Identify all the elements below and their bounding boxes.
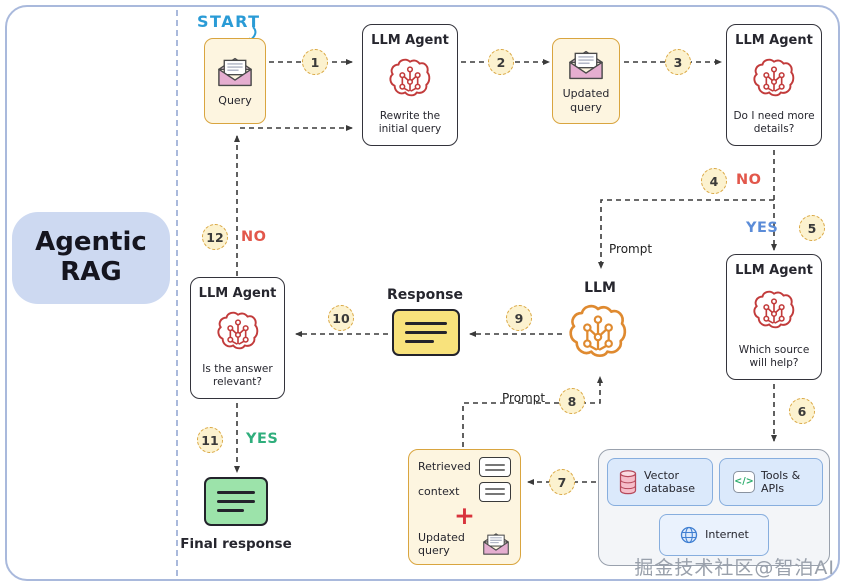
context-doc-icon	[479, 481, 511, 502]
final-response-label: Final response	[180, 536, 292, 552]
final-response-doc-icon	[204, 477, 268, 526]
tools-apis-chip: </> Tools & APIs	[719, 458, 823, 506]
context-row: context	[415, 481, 514, 502]
llm-agent-caption: Is the answer relevant?	[202, 362, 273, 389]
step-badge-8: 8	[559, 388, 585, 414]
brain-circuit-icon	[387, 56, 433, 102]
start-label: START	[197, 12, 261, 31]
brain-circuit-icon	[215, 309, 261, 355]
llm-agent-details-node: LLM Agent Do I need more details?	[726, 24, 822, 146]
plus-icon: +	[454, 501, 475, 531]
context-doc-icon	[479, 457, 511, 477]
retrieved-row: Retrieved	[415, 457, 514, 477]
llm-agent-title: LLM Agent	[735, 263, 813, 278]
llm-brain-icon	[566, 298, 630, 368]
step-badge-2: 2	[488, 49, 514, 75]
code-icon: </>	[733, 471, 755, 493]
envelope-icon	[566, 48, 606, 82]
retrieved-context-node: Retrieved context + Updated query	[408, 449, 521, 565]
response-label: Response	[386, 287, 464, 303]
brain-circuit-icon	[751, 56, 797, 102]
step-badge-10: 10	[328, 305, 354, 331]
envelope-icon	[215, 55, 255, 89]
internet-label: Internet	[705, 528, 749, 542]
internet-chip: Internet	[659, 514, 769, 556]
llm-agent-relevant-node: LLM Agent Is the answer relevant?	[190, 277, 285, 399]
no-label-step12: NO	[241, 229, 267, 245]
step-badge-3: 3	[665, 49, 691, 75]
vector-database-label: Vector database	[644, 468, 695, 495]
step-badge-11: 11	[197, 427, 223, 453]
step-badge-9: 9	[506, 305, 532, 331]
llm-agent-caption: Rewrite the initial query	[378, 109, 442, 136]
watermark: 掘金技术社区@智泊AI	[634, 557, 835, 579]
database-icon	[618, 469, 638, 495]
llm-agent-source-node: LLM Agent Which source will help?	[726, 254, 822, 380]
retrieved-label: Retrieved	[418, 460, 471, 474]
step-badge-12: 12	[202, 224, 228, 250]
step-badge-1: 1	[302, 49, 328, 75]
tools-apis-label: Tools & APIs	[761, 468, 801, 495]
sources-group: Vector database </> Tools & APIs Interne…	[598, 449, 830, 566]
updated-query-row: Updated query	[415, 531, 514, 557]
envelope-icon	[481, 531, 511, 557]
globe-icon	[679, 525, 699, 545]
llm-agent-rewrite-node: LLM Agent Rewrite the initial query	[362, 24, 458, 146]
step-badge-4: 4	[701, 168, 727, 194]
response-doc-icon	[392, 309, 460, 356]
llm-agent-title: LLM Agent	[735, 33, 813, 48]
no-label-step4: NO	[736, 172, 762, 188]
vector-database-chip: Vector database	[607, 458, 713, 506]
query-node: Query	[204, 38, 266, 124]
updated-query-label: Updated query	[418, 530, 465, 557]
llm-agent-caption: Which source will help?	[738, 343, 810, 370]
updated-query-node: Updated query	[552, 38, 620, 124]
diagram-frame	[5, 5, 840, 581]
agentic-rag-title: Agentic RAG	[12, 212, 170, 304]
yes-label-step11: YES	[246, 431, 279, 447]
brain-circuit-icon	[751, 288, 797, 334]
prompt-label-bottom: Prompt	[502, 391, 546, 405]
llm-agent-caption: Do I need more details?	[733, 109, 815, 136]
context-label: context	[418, 484, 460, 498]
llm-agent-title: LLM Agent	[198, 286, 277, 301]
step-badge-6: 6	[789, 398, 815, 424]
query-label: Query	[218, 93, 252, 107]
llm-label: LLM	[584, 280, 616, 296]
updated-query-label: Updated query	[562, 87, 610, 114]
llm-agent-title: LLM Agent	[371, 33, 449, 48]
section-divider	[176, 10, 178, 576]
step-badge-5: 5	[799, 215, 825, 241]
yes-label-step5: YES	[746, 220, 779, 236]
step-badge-7: 7	[549, 469, 575, 495]
prompt-label-top: Prompt	[609, 242, 653, 256]
